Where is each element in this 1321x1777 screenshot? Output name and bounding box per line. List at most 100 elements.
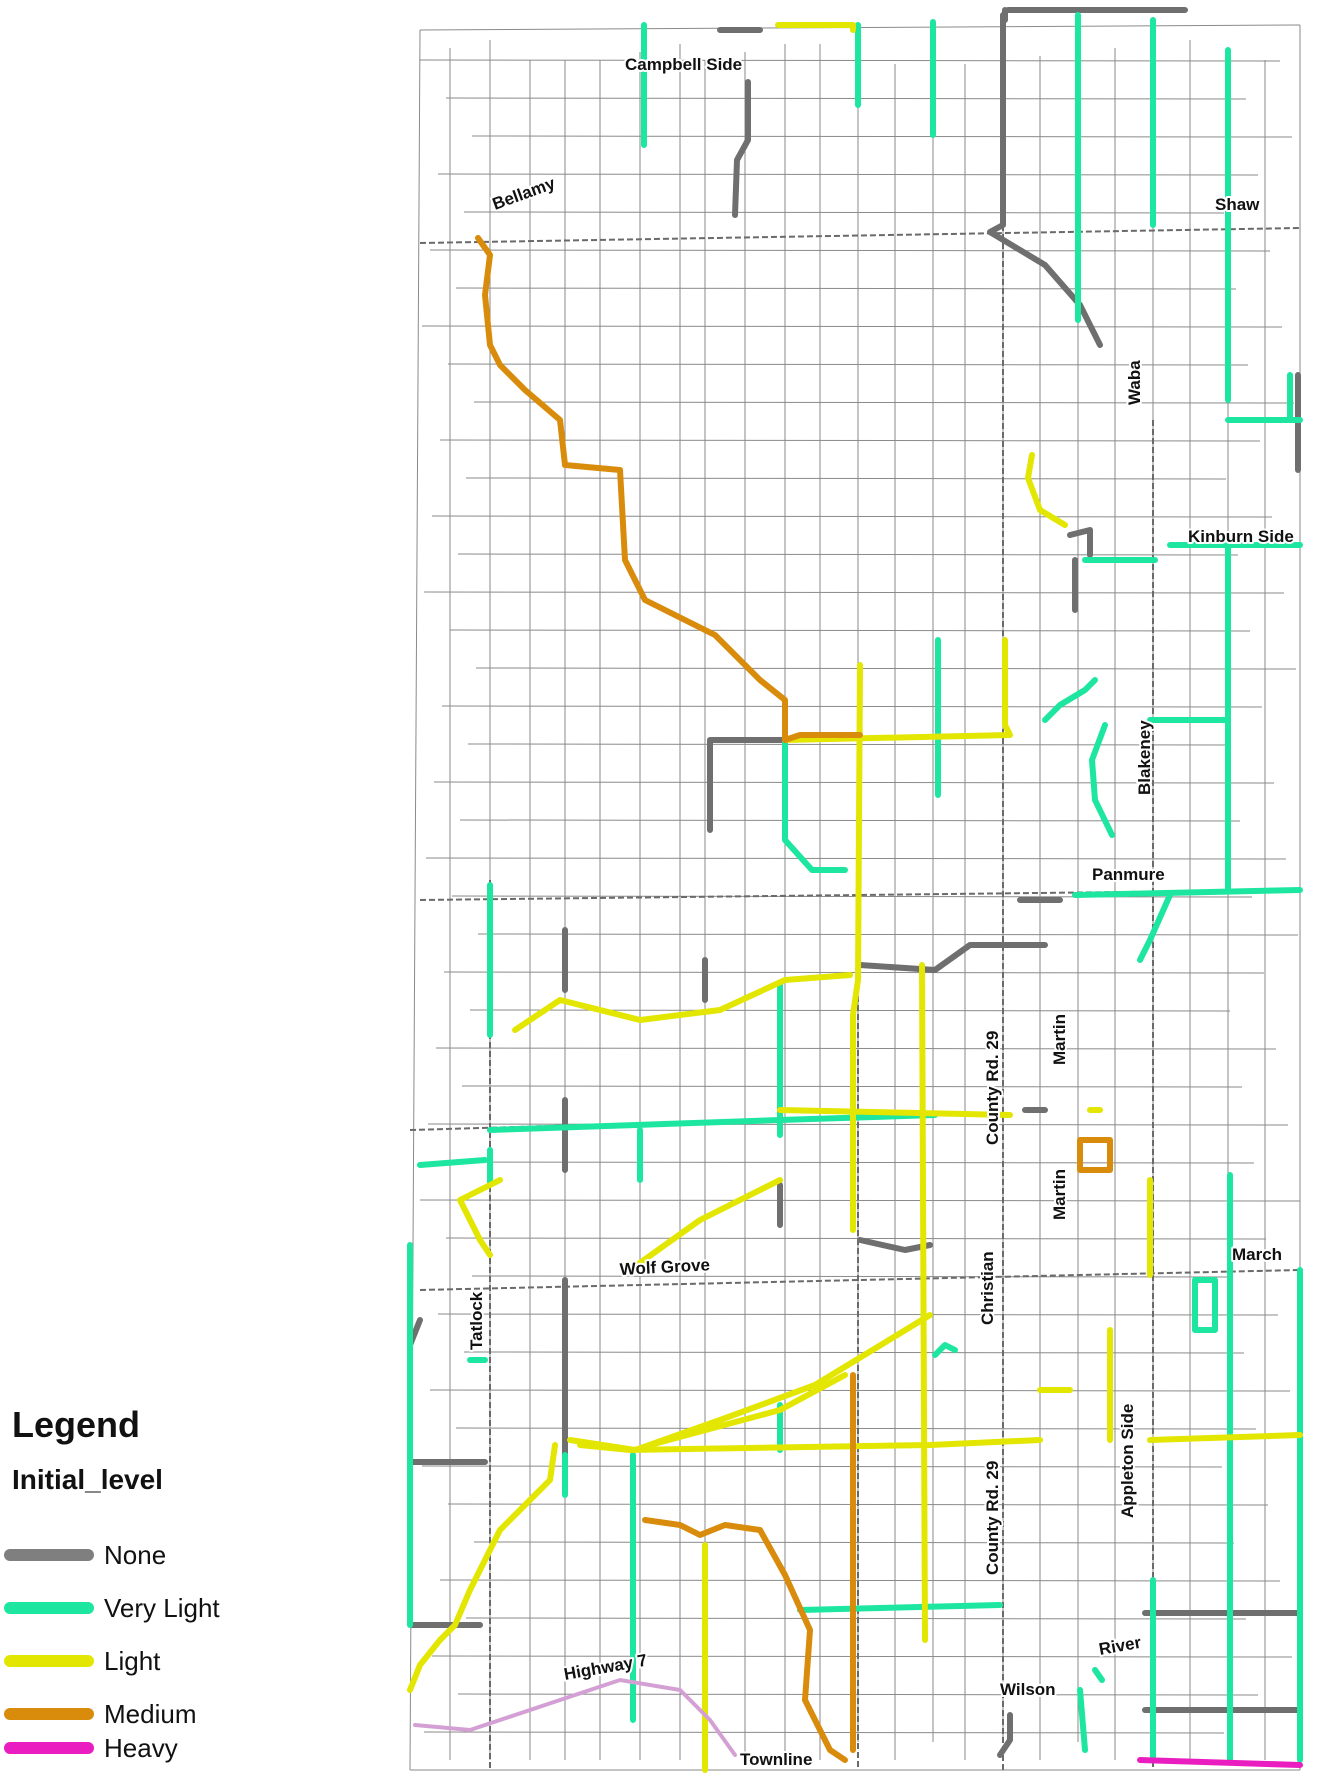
base-grid-line (465, 477, 1227, 480)
trunk-road-line (419, 1269, 1301, 1291)
road-labels: Campbell Side Bellamy Shaw Waba Kinburn … (465, 53, 1296, 1771)
road-segment-heavy (1137, 1757, 1303, 1768)
base-grid-line (473, 401, 1295, 404)
road-segment-light (919, 962, 928, 1643)
label-county-rd-29-north: County Rd. 29 (983, 1031, 1002, 1145)
label-martin-north: Martin (1050, 1014, 1069, 1065)
label-wolf-grove: Wolf Grove (619, 1255, 710, 1279)
road-segment-medium (782, 732, 863, 743)
road-segment-very-light (1167, 372, 1303, 548)
road-segment-very-light (797, 1342, 1003, 1613)
legend-swatch-light (4, 1655, 94, 1667)
road-segment-none (857, 942, 1048, 973)
road-segment-none (997, 1610, 1303, 1758)
road-segment-very-light (641, 19, 936, 148)
base-grid-line (475, 667, 1297, 670)
road-segment-light (777, 1107, 1103, 1118)
base-grid-line (439, 1579, 1281, 1582)
base-grid-line (449, 629, 1251, 632)
legend-label-very-light: Very Light (104, 1592, 220, 1623)
road-segment-light (1147, 1177, 1303, 1443)
road-segment-medium (1077, 1137, 1113, 1173)
label-christian: Christian (978, 1251, 997, 1325)
road-segment-none (732, 79, 751, 218)
label-martin-south: Martin (1050, 1169, 1069, 1220)
base-grid-line (471, 135, 1293, 138)
road-segment-light (407, 1622, 458, 1693)
trunk-road-line (419, 227, 1301, 244)
label-kinburn-side: Kinburn Side (1188, 527, 1294, 546)
road-segment-none (987, 12, 1103, 348)
road-segment-very-light (417, 1147, 493, 1185)
legend-swatch-heavy (4, 1742, 94, 1754)
label-bellamy: Bellamy (490, 173, 558, 213)
road-segments-heavy (1137, 1757, 1303, 1768)
label-townline: Townline (740, 1750, 812, 1769)
base-grid-line (445, 1237, 1267, 1240)
label-shaw: Shaw (1215, 195, 1260, 214)
base-grid-line (463, 1351, 1245, 1354)
legend-title: Legend (12, 1404, 141, 1445)
base-grid-line (445, 97, 1247, 100)
base-grid-line (437, 173, 1259, 176)
legend-label-none: None (104, 1539, 167, 1570)
label-wilson: Wilson (1000, 1680, 1056, 1699)
base-grid-line (471, 1275, 1233, 1278)
road-segment-highway-7 (413, 1677, 737, 1757)
road-segment-light (567, 1312, 933, 1453)
base-grid-line (463, 211, 1225, 214)
base-grid-line (423, 591, 1285, 594)
road-segment-light (850, 662, 863, 1233)
base-grid-line (443, 971, 1265, 974)
road-segments-none (407, 7, 1303, 1758)
legend-swatch-medium (4, 1708, 94, 1720)
road-segment-very-light (407, 1242, 488, 1628)
base-grid-line (421, 325, 1283, 328)
road-segment-very-light (487, 1112, 938, 1183)
road-segment-light (1025, 452, 1068, 528)
road-segment-light (782, 637, 1013, 743)
base-grid-line (419, 59, 1281, 62)
road-segment-light (512, 972, 853, 1033)
legend-item-none: None (4, 1535, 166, 1575)
legend-swatch-none (4, 1549, 94, 1561)
road-segments-medium (475, 235, 1113, 1763)
road-segment-none (1067, 527, 1093, 613)
label-march: March (1232, 1245, 1282, 1264)
legend-label-heavy: Heavy (104, 1732, 178, 1763)
base-grid-line (419, 1199, 1301, 1202)
legend-field-name: Initial_level (12, 1464, 163, 1495)
road-segment-very-light (1077, 1667, 1105, 1753)
base-grid-line (441, 705, 1263, 708)
label-county-rd-29-south: County Rd. 29 (983, 1461, 1002, 1575)
road-segment-medium (642, 1517, 848, 1763)
base-grid-line (439, 439, 1261, 442)
road-segment-none (407, 1107, 1048, 1348)
label-appleton-side: Appleton Side (1118, 1404, 1137, 1518)
road-segment-light (627, 1177, 783, 1273)
road-segment-light (452, 1442, 558, 1628)
road-segment-very-light (1075, 12, 1231, 403)
road-segments-minor-pink (413, 1677, 737, 1757)
road-segments-light (407, 22, 1303, 1773)
label-blakeney: Blakeney (1135, 720, 1154, 795)
road-segment-light (775, 22, 856, 33)
label-campbell-side: Campbell Side (625, 55, 742, 74)
label-tatlock: Tatlock (467, 1291, 486, 1350)
legend-label-light: Light (104, 1645, 161, 1676)
road-segment-very-light (782, 637, 941, 873)
road-segment-light (457, 1177, 503, 1258)
road-segment-very-light (1089, 722, 1115, 838)
road-segment-very-light (1192, 1277, 1218, 1333)
road-segment-medium (475, 235, 788, 743)
road-segment-light (577, 1437, 1043, 1453)
base-grid-line (457, 553, 1239, 556)
label-panmure: Panmure (1092, 865, 1165, 884)
map-legend: Legend Initial_level None Very Light Lig… (0, 1400, 330, 1770)
road-segment-very-light (1150, 1172, 1303, 1763)
label-river: River (1097, 1633, 1143, 1659)
base-grid-line (431, 515, 1273, 518)
road-segment-light (647, 1372, 848, 1448)
base-grid-line (421, 1465, 1223, 1468)
